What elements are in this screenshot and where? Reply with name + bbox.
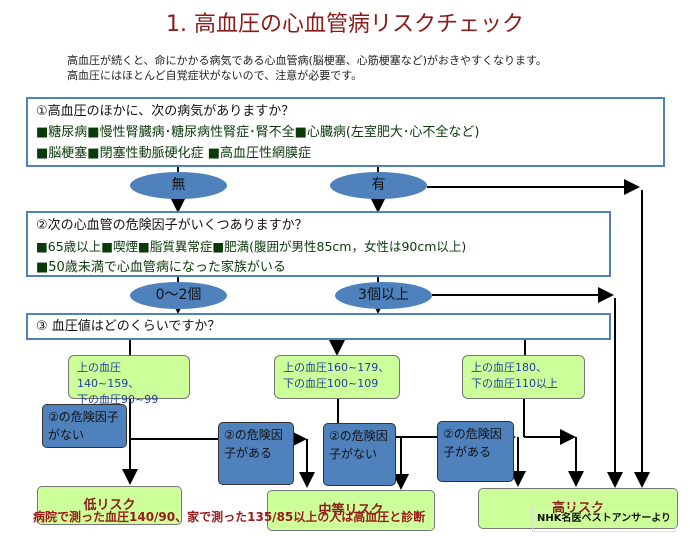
question-1-conditions-2: ■脳梗塞■閉塞性動脈硬化症 ■高血圧性網膜症	[36, 146, 311, 161]
bp-range-2-upper: 上の血圧160~179、	[283, 361, 390, 374]
question-3-box: ③ 血圧値はどのくらいですか？	[26, 313, 611, 340]
question-2-factors-1: ■65歳以上■喫煙■脂質異常症■肥満(腹囲が男性85cm，女性は90cm以上)	[36, 239, 467, 254]
bp-range-2-lower: 下の血圧100~109	[283, 377, 379, 390]
bp-range-3-lower: 下の血圧110以上	[471, 377, 558, 390]
bp-range-1: 上の血圧140~159、下の血圧90~99	[68, 355, 190, 406]
page-title: 1. 高血圧の心血管病リスクチェック	[166, 12, 524, 37]
no-factor-1: ②の危険因子がない	[42, 404, 127, 448]
moderate-risk: 中等リスク	[267, 490, 435, 531]
bp-range-3-upper: 上の血圧180、	[471, 361, 547, 374]
high-risk: 高リスク	[478, 488, 678, 529]
answer-3-plus: 3個以上	[335, 282, 432, 309]
diagnosis-note: 病院で測った血圧140/90、家で測った135/85以上の人は高血圧と診断	[33, 510, 426, 524]
question-2-factors-2: ■50歳未満で心血管病になった家族がいる	[36, 260, 286, 275]
question-1-text: ①高血圧のほかに、次の病気がありますか？	[36, 104, 295, 119]
bp-range-2: 上の血圧160~179、下の血圧100~109	[274, 355, 400, 399]
has-factor-2: ②の危険因子がある	[437, 421, 514, 482]
bp-range-1-upper: 上の血圧140~159、	[77, 361, 140, 390]
no-factor-2: ②の危険因子がない	[323, 423, 396, 486]
question-2-text: ②次の心血管の危険因子がいくつありますか？	[36, 218, 308, 233]
source-credit: NHK名医ベストアンサーより	[532, 505, 676, 532]
intro-line-1: 高血圧が続くと、命にかかる病気である心血管病(脳梗塞、心筋梗塞など)がおきやすく…	[67, 54, 547, 67]
answer-0-2: 0～2個	[130, 282, 227, 309]
bp-range-3: 上の血圧180、下の血圧110以上	[462, 355, 585, 399]
answer-yes: 有	[330, 172, 427, 199]
has-factor-1: ②の危険因子がある	[218, 422, 294, 485]
question-1-conditions-1: ■糖尿病■慢性腎臓病･糖尿病性腎症･腎不全■心臓病(左室肥大･心不全など)	[36, 125, 480, 140]
question-3-text: ③ 血圧値はどのくらいですか？	[36, 319, 221, 334]
question-1-box: ①高血圧のほかに、次の病気がありますか？ ■糖尿病■慢性腎臓病･糖尿病性腎症･腎…	[26, 97, 665, 167]
intro-line-2: 高血圧にはほとんど自覚症状がないので、注意が必要です。	[67, 69, 363, 82]
low-risk: 低リスク	[37, 486, 182, 525]
bp-range-1-lower: 下の血圧90~99	[77, 393, 159, 406]
answer-no: 無	[130, 172, 227, 199]
question-2-box: ②次の心血管の危険因子がいくつありますか？ ■65歳以上■喫煙■脂質異常症■肥満…	[26, 211, 611, 277]
